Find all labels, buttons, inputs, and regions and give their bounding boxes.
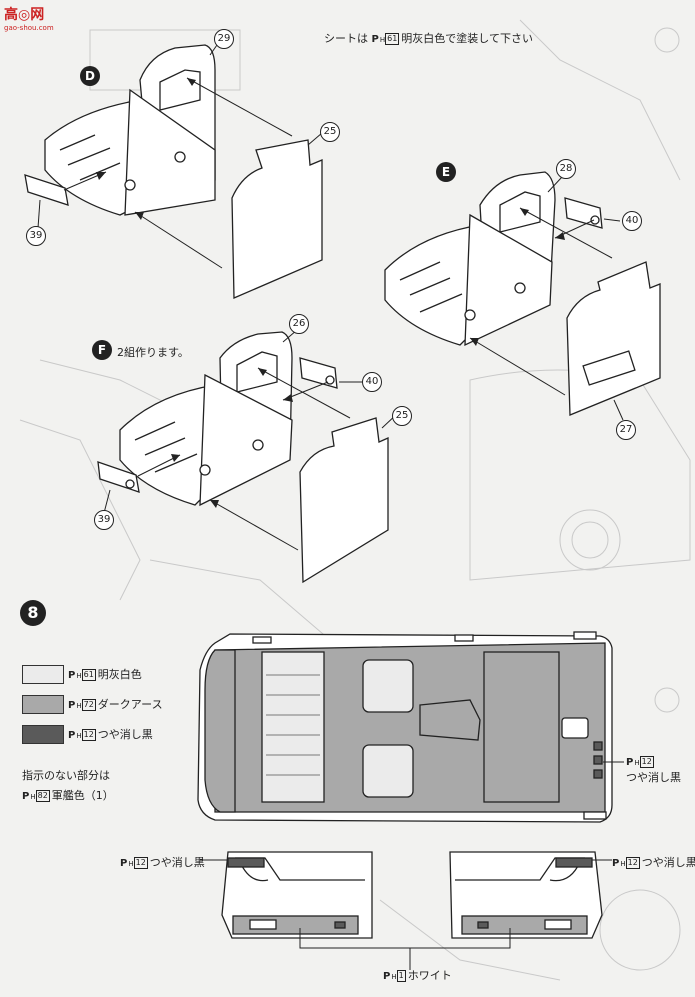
dashboard-views	[221, 851, 603, 939]
step-d-marker: D	[80, 66, 100, 86]
legend-swatch-1	[22, 665, 64, 684]
part-25b-label: 25	[392, 406, 412, 426]
callout-right-text: つや消し黒	[626, 771, 681, 784]
seat-f-group	[97, 331, 389, 584]
part-39b-label: 39	[94, 510, 114, 530]
legend-swatch-3	[22, 725, 64, 744]
seat-d-group	[24, 44, 323, 299]
legend-swatch-2	[22, 695, 64, 714]
interior-top-view	[197, 631, 613, 823]
watermark-logo: 高◎网 gao-shou.com	[4, 7, 54, 32]
part-25-label: 25	[320, 122, 340, 142]
part-40-label: 40	[622, 211, 642, 231]
part-29-label: 29	[214, 29, 234, 49]
step-f-note: 2組作ります。	[117, 346, 189, 359]
part-28-label: 28	[556, 159, 576, 179]
part-40b-label: 40	[362, 372, 382, 392]
step-8-marker: 8	[20, 600, 46, 626]
part-27-label: 27	[616, 420, 636, 440]
unmarked-note: 指示のない部分は	[22, 769, 110, 782]
seat-e-group	[384, 171, 661, 416]
part-26-label: 26	[289, 314, 309, 334]
step-f-marker: F	[92, 340, 112, 360]
part-39-label: 39	[26, 226, 46, 246]
step-e-marker: E	[436, 162, 456, 182]
